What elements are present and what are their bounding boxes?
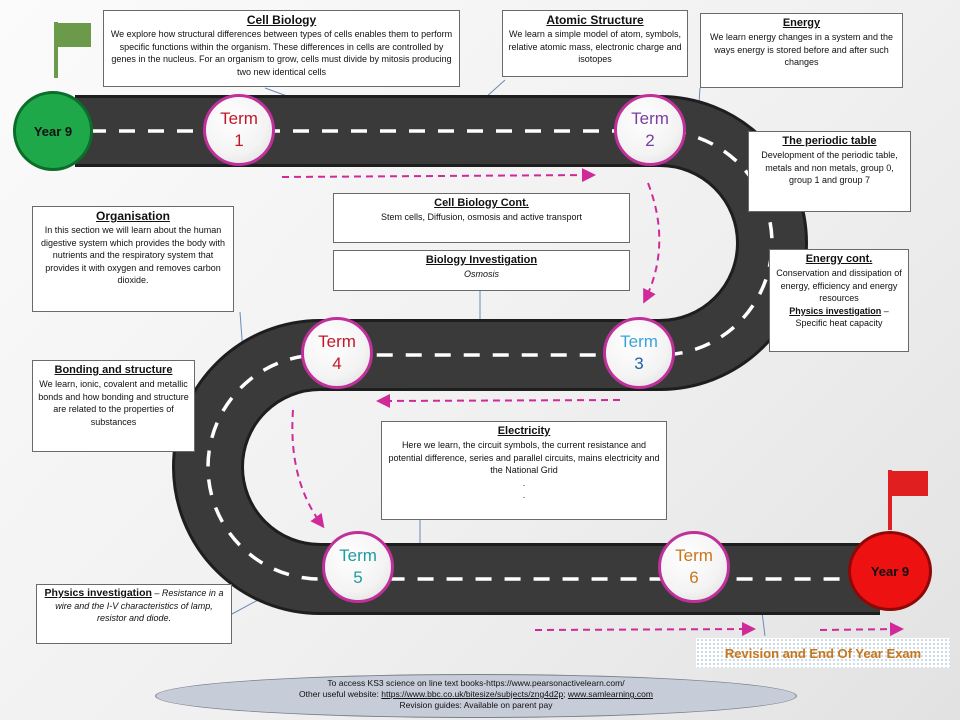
term-2-word: Term	[631, 109, 669, 128]
year-start-circle: Year 9	[13, 91, 93, 171]
electricity-dots: . .	[522, 477, 526, 501]
year-end-label: Year 9	[870, 563, 910, 579]
atomic-structure-title: Atomic Structure	[546, 13, 644, 27]
biology-investigation-title: Biology Investigation	[425, 254, 538, 266]
bonding-structure-box: Bonding and structure We learn, ionic, c…	[32, 360, 195, 452]
bonding-structure-title: Bonding and structure	[54, 364, 173, 376]
energy-cont-sub-title: Physics investigation	[789, 305, 882, 316]
flag-icon-start	[54, 22, 91, 78]
footer-line-3: Revision guides: Available on parent pay	[399, 700, 553, 710]
energy-cont-body: Conservation and dissipation of energy, …	[776, 268, 902, 303]
physics-investigation-box: Physics investigation – Resistance in a …	[36, 584, 232, 644]
organisation-body: In this section we will learn about the …	[40, 225, 226, 285]
energy-title: Energy	[782, 17, 821, 29]
term-4-number: 4	[332, 354, 342, 373]
atomic-structure-box: Atomic Structure We learn a simple model…	[502, 10, 688, 77]
term-3-word: Term	[620, 332, 658, 351]
term-4-word: Term	[318, 332, 356, 351]
bbc-bitesize-link[interactable]: https://www.bbc.co.uk/bitesize/subjects/…	[381, 689, 564, 699]
electricity-box: Electricity Here we learn, the circuit s…	[381, 421, 667, 520]
resources-footer: To access KS3 science on line text books…	[155, 674, 797, 718]
cell-biology-cont-body: Stem cells, Diffusion, osmosis and activ…	[381, 212, 582, 222]
periodic-table-title: The periodic table	[782, 135, 877, 147]
term-6-number: 6	[689, 568, 699, 587]
dashed-arrow-icons	[281, 168, 904, 637]
energy-box: Energy We learn energy changes in a syst…	[700, 13, 903, 88]
atomic-structure-body: We learn a simple model of atom, symbols…	[508, 29, 682, 64]
revision-exam-banner: Revision and End Of Year Exam	[696, 638, 950, 668]
cell-biology-box: Cell Biology We explore how structural d…	[103, 10, 460, 87]
energy-cont-investigation: Physics investigation – Specific heat ca…	[775, 305, 903, 330]
term-1-circle: Term 1	[203, 94, 275, 166]
energy-cont-box: Energy cont. Conservation and dissipatio…	[769, 249, 909, 352]
cell-biology-body: We explore how structural differences be…	[110, 29, 453, 77]
energy-cont-sub-body: – Specific heat capacity	[795, 305, 889, 329]
term-5-circle: Term 5	[322, 531, 394, 603]
term-6-circle: Term 6	[658, 531, 730, 603]
term-2-number: 2	[645, 131, 655, 150]
term-5-word: Term	[339, 546, 377, 565]
bonding-structure-body: We learn, ionic, covalent and metallic b…	[38, 379, 189, 427]
term-1-number: 1	[234, 131, 244, 150]
energy-body: We learn energy changes in a system and …	[710, 32, 893, 67]
cell-biology-title: Cell Biology	[246, 13, 317, 27]
biology-investigation-box: Biology Investigation Osmosis	[333, 250, 630, 291]
term-5-number: 5	[353, 568, 363, 587]
physics-investigation-title: Physics investigation	[44, 587, 152, 599]
samlearning-link[interactable]: www.samlearning.com	[567, 689, 653, 699]
term-4-circle: Term 4	[301, 317, 373, 389]
term-6-word: Term	[675, 546, 713, 565]
electricity-body: Here we learn, the circuit symbols, the …	[388, 440, 660, 475]
organisation-title: Organisation	[95, 209, 170, 223]
term-3-number: 3	[634, 354, 644, 373]
term-2-circle: Term 2	[614, 94, 686, 166]
cell-biology-cont-title: Cell Biology Cont.	[434, 197, 529, 209]
periodic-table-body: Development of the periodic table, metal…	[761, 150, 898, 185]
biology-investigation-body: Osmosis	[463, 269, 499, 279]
physics-investigation-body: – Resistance in a wire and the I-V chara…	[55, 588, 224, 623]
footer-line-1: To access KS3 science on line text books…	[327, 678, 625, 688]
year-start-label: Year 9	[33, 123, 73, 139]
energy-cont-title: Energy cont.	[805, 253, 873, 265]
term-1-word: Term	[220, 109, 258, 128]
periodic-table-box: The periodic table Development of the pe…	[748, 131, 911, 212]
footer-line-2: Other useful website: https://www.bbc.co…	[156, 689, 796, 700]
revision-exam-label: Revision and End Of Year Exam	[724, 645, 922, 661]
footer-line-2-prefix: Other useful website:	[299, 689, 382, 699]
cell-biology-cont-box: Cell Biology Cont. Stem cells, Diffusion…	[333, 193, 630, 243]
organisation-box: Organisation In this section we will lea…	[32, 206, 234, 312]
electricity-title: Electricity	[497, 425, 551, 437]
flag-icon-end	[888, 470, 928, 530]
footer-line-2-sep: ;	[563, 689, 568, 699]
term-3-circle: Term 3	[603, 317, 675, 389]
year-end-circle: Year 9	[848, 531, 932, 611]
